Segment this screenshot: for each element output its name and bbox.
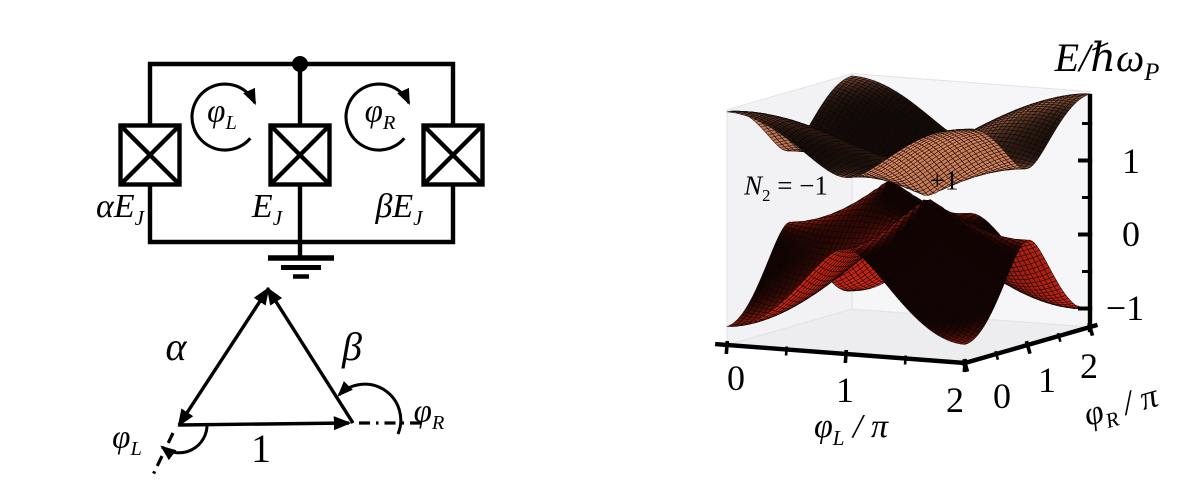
x-axis-label: φL / π	[813, 408, 889, 450]
z-tick-neg1: −1	[1105, 288, 1145, 328]
y-tick-1: 1	[1038, 360, 1056, 400]
x-tick-1: 1	[836, 370, 854, 410]
z-axis-title: E/ℏωP	[1054, 35, 1160, 86]
y-tick-0: 0	[993, 376, 1011, 416]
y-tick-2: 2	[1080, 346, 1098, 386]
x-tick-2: 2	[946, 380, 964, 420]
annotation-plus1: +1	[929, 165, 959, 196]
z-tick-0: 0	[1122, 214, 1140, 254]
z-tick-1: 1	[1122, 141, 1140, 181]
annotation-n2-minus1: N2 = −1	[744, 170, 828, 205]
x-tick-0: 0	[727, 358, 745, 398]
